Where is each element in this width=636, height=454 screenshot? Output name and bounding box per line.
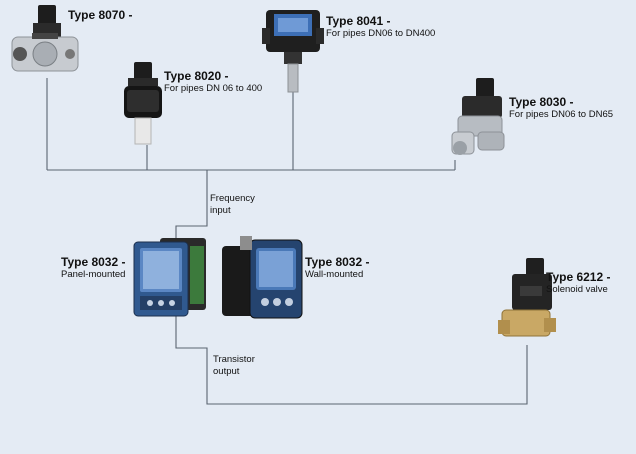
inline-flow-sensor-icon [451, 78, 505, 155]
type-8020-title: Type 8020 - [164, 69, 229, 83]
label-type-8032-panel: Type 8032 - Panel-mounted [61, 255, 125, 281]
transistor-line1: Transistor [213, 354, 255, 365]
type-8032-wall-desc: Wall-mounted [305, 269, 364, 280]
label-type-8030: Type 8030 - For pipes DN06 to DN65 [509, 95, 613, 121]
label-type-8020: Type 8020 - For pipes DN 06 to 400 [164, 69, 262, 95]
type-8070-title: Type 8070 - [68, 8, 133, 22]
type-8030-desc: For pipes DN06 to DN65 [509, 109, 614, 120]
frequency-line1: Frequency [210, 193, 255, 204]
frequency-line2: input [210, 205, 231, 216]
transistor-output-note: Transistor output [213, 354, 255, 378]
transistor-line2: output [213, 366, 240, 377]
wall-controller-icon [222, 236, 303, 319]
type-6212-desc: Solenoid valve [546, 284, 608, 295]
type-6212-title: Type 6212 - [546, 270, 611, 284]
flow-transmitter-icon [262, 10, 324, 93]
label-type-8032-wall: Type 8032 - Wall-mounted [305, 255, 369, 281]
type-8032-panel-desc: Panel-mounted [61, 269, 126, 280]
label-type-8070: Type 8070 - [68, 8, 132, 22]
wire-frequency [175, 170, 208, 238]
type-8032-wall-title: Type 8032 - [305, 255, 370, 269]
type-8020-desc: For pipes DN 06 to 400 [164, 83, 263, 94]
solenoid-valve-icon [498, 258, 556, 337]
type-8041-desc: For pipes DN06 to DN400 [326, 28, 436, 39]
type-8041-title: Type 8041 - [326, 14, 391, 28]
panel-controller-icon [133, 238, 206, 317]
frequency-input-note: Frequency input [210, 193, 255, 217]
type-8030-title: Type 8030 - [509, 95, 574, 109]
label-type-6212: Type 6212 - Solenoid valve [546, 270, 610, 296]
wire-transistor [175, 316, 528, 405]
type-8032-panel-title: Type 8032 - [61, 255, 126, 269]
flowmeter-icon [11, 5, 79, 72]
insertion-sensor-icon [124, 62, 162, 145]
label-type-8041: Type 8041 - For pipes DN06 to DN400 [326, 14, 435, 40]
